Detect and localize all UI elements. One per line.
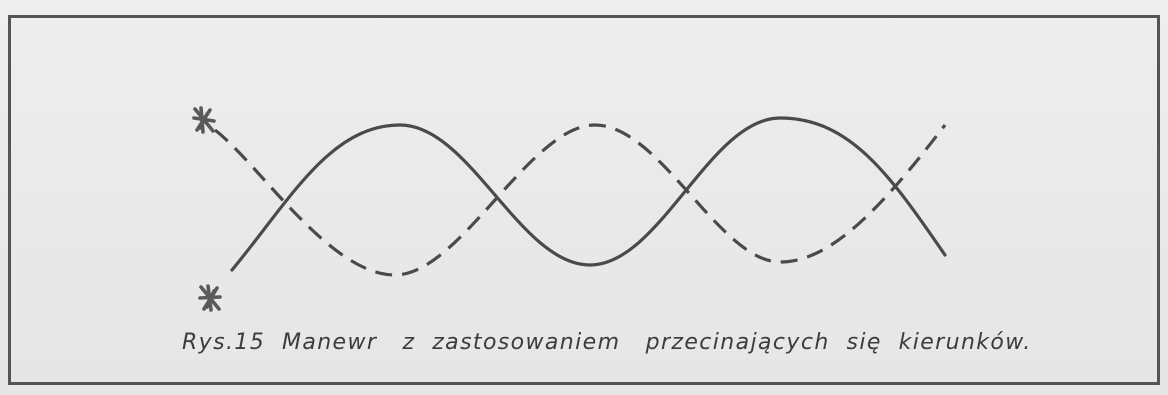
aircraft-marker-bottom-icon [198,284,222,312]
figure-caption: Rys.15 Manewr z zastosowaniem przecinają… [182,330,1032,355]
figure-frame [8,15,1160,385]
dashed-maneuver-path [214,123,947,277]
solid-maneuver-path [230,116,947,272]
aircraft-marker-top-icon [192,106,216,134]
